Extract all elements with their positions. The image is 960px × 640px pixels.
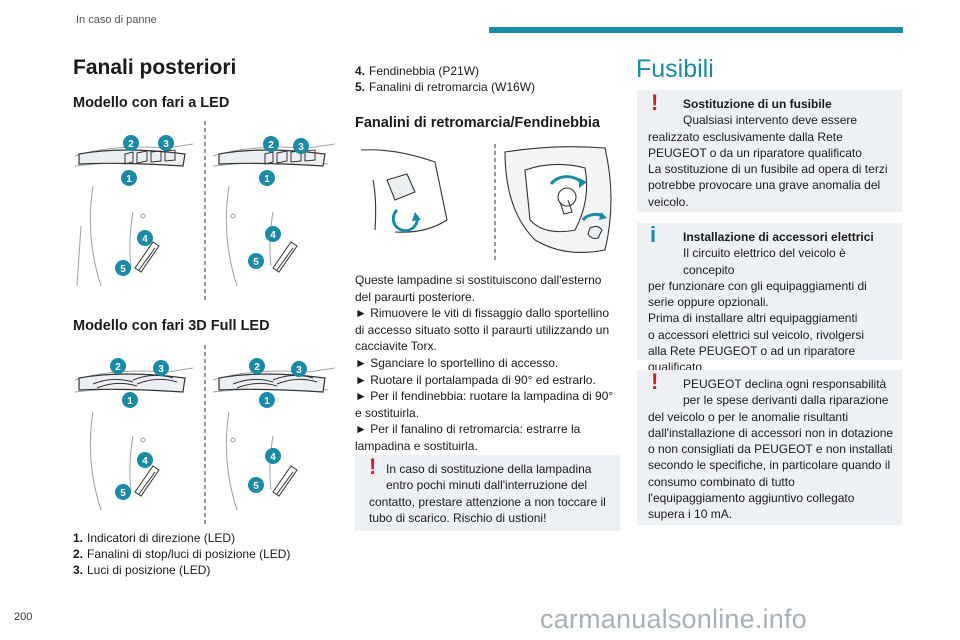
- callout-label: 3: [158, 364, 164, 375]
- info-icon: i: [650, 222, 657, 247]
- callout-4: [137, 230, 153, 246]
- callout-3: [153, 360, 169, 376]
- callout-3: [158, 135, 174, 151]
- callout-3: [291, 361, 307, 377]
- callout-label: 2: [254, 362, 260, 373]
- callout-label: 4: [270, 230, 276, 241]
- instructions-text: Queste lampadine si sostituiscono dall'e…: [355, 273, 614, 453]
- legend-list-1-3: 1.Indicatori di direzione (LED) 2.Fanali…: [73, 530, 343, 578]
- legend-list-4-5: 4.Fendinebbia (P21W) 5.Fanalini di retro…: [355, 63, 615, 95]
- callout-2: [110, 358, 126, 374]
- callout-2: [249, 358, 265, 374]
- warning-icon: !: [369, 454, 377, 479]
- list-item: 1.Indicatori di direzione (LED): [73, 531, 236, 545]
- callout-4: [265, 448, 281, 464]
- callout-label: 5: [253, 257, 259, 268]
- section-title-fanali: Fanali posteriori: [73, 56, 237, 79]
- warning-box-burns: ! In caso di sostituzione della lampadin…: [355, 455, 620, 531]
- figure-3d-rear-lights: 2 3 1 4 5 2 3 1 4 5: [74, 345, 336, 525]
- warning-icon: !: [651, 369, 659, 394]
- callout-label: 1: [127, 396, 133, 407]
- running-header: In caso di panne: [76, 14, 157, 26]
- figure-bumper-access-panel: [360, 144, 612, 262]
- callout-label: 4: [142, 456, 148, 467]
- list-item: 3.Luci di posizione (LED): [73, 563, 211, 577]
- list-item: 2.Fanalini di stop/luci di posizione (LE…: [73, 547, 291, 561]
- callout-1: [122, 392, 138, 408]
- watermark-text: carmanualsonline.info: [540, 604, 807, 634]
- callout-4: [265, 226, 281, 242]
- callout-5: [115, 484, 131, 500]
- section-title-fusibili: Fusibili: [636, 55, 714, 83]
- callout-3: [293, 138, 309, 154]
- callout-label: 1: [264, 174, 270, 185]
- callout-label: 3: [163, 139, 169, 150]
- callout-label: 2: [115, 362, 121, 373]
- page-number: 200: [14, 611, 33, 623]
- info-box-electrical-accessories: i Installazione di accessori elettrici I…: [637, 222, 902, 374]
- callout-4: [137, 452, 153, 468]
- callout-1: [121, 170, 137, 186]
- callout-label: 1: [126, 174, 132, 185]
- callout-label: 5: [120, 264, 126, 275]
- callout-label: 4: [142, 234, 148, 245]
- callout-1: [259, 170, 275, 186]
- callout-5: [115, 260, 131, 276]
- callout-label: 5: [253, 481, 259, 492]
- callout-label: 3: [296, 365, 302, 376]
- callout-label: 5: [120, 488, 126, 499]
- callout-label: 3: [298, 142, 304, 153]
- callout-5: [248, 477, 264, 493]
- callout-label: 1: [264, 396, 270, 407]
- figure-led-rear-lights: 2 3 1 4 5 2 3 1 4 5: [74, 121, 336, 301]
- callout-2: [123, 135, 139, 151]
- warning-box-fuse-replacement: ! Sostituzione di un fusibile Qualsiasi …: [637, 90, 902, 212]
- list-item: 5.Fanalini di retromarcia (W16W): [355, 80, 536, 94]
- warning-icon: !: [651, 90, 659, 115]
- subtitle-retromarcia: Fanalini di retromarcia/Fendinebbia: [355, 115, 600, 131]
- header-accent-bar: [489, 27, 903, 33]
- callout-1: [259, 392, 275, 408]
- subtitle-led-model: Modello con fari a LED: [73, 95, 230, 111]
- warning-box-liability: ! PEUGEOT declina ogni responsabilità pe…: [637, 370, 902, 525]
- list-item: 4.Fendinebbia (P21W): [355, 64, 480, 78]
- callout-label: 4: [270, 452, 276, 463]
- callout-5: [248, 253, 264, 269]
- callout-2: [263, 136, 279, 152]
- callout-label: 2: [268, 140, 274, 151]
- subtitle-3d-model: Modello con fari 3D Full LED: [73, 318, 270, 334]
- callout-label: 2: [128, 139, 134, 150]
